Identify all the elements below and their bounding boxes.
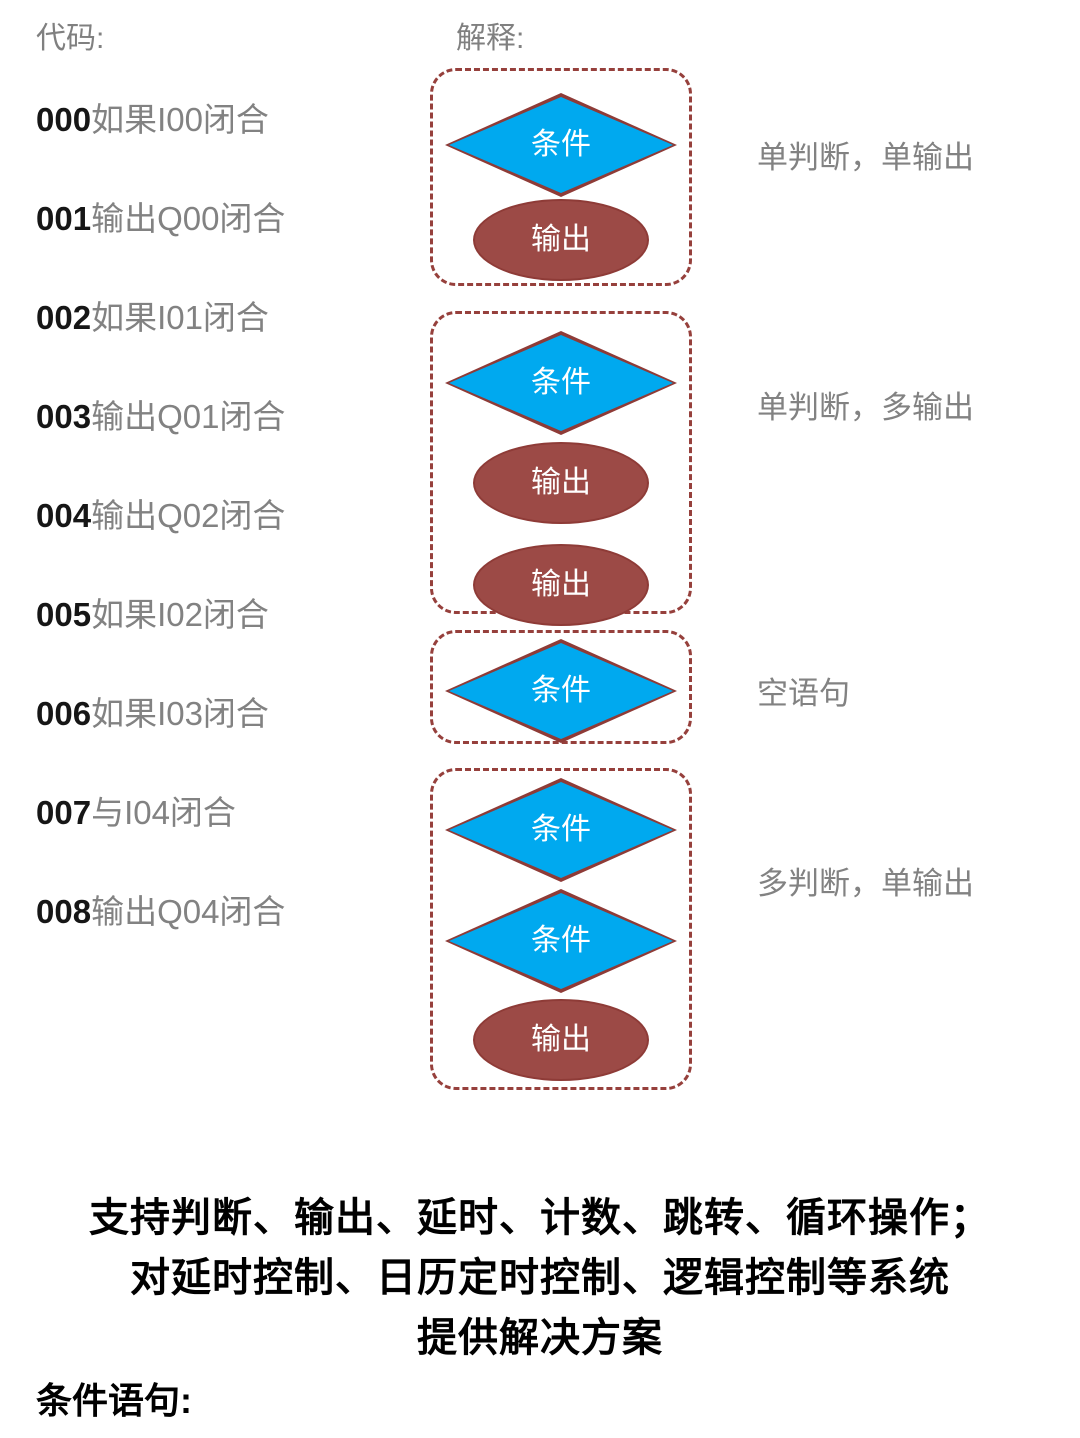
condition-node[interactable]: 条件 bbox=[445, 331, 677, 435]
summary-line-3: 提供解决方案 bbox=[417, 1316, 663, 1360]
code-line-text: 如果I00闭合 bbox=[91, 101, 269, 138]
code-line-text: 如果I01闭合 bbox=[91, 299, 269, 336]
condition-node[interactable]: 条件 bbox=[445, 93, 677, 197]
code-line: 003输出Q01闭合 bbox=[36, 397, 416, 496]
summary-paragraph: 支持判断、输出、延时、计数、跳转、循环操作； 对延时控制、日历定时控制、逻辑控制… bbox=[0, 1188, 1080, 1368]
code-line-number: 007 bbox=[36, 794, 92, 831]
output-node[interactable]: 输出 bbox=[473, 199, 649, 281]
code-column-header: 代码: bbox=[36, 22, 105, 55]
code-line: 008输出Q04闭合 bbox=[36, 892, 416, 991]
code-line-number: 000 bbox=[36, 101, 92, 138]
code-line-text: 输出Q04闭合 bbox=[91, 893, 286, 930]
code-line: 002如果I01闭合 bbox=[36, 298, 416, 397]
code-line-text: 输出Q00闭合 bbox=[91, 200, 286, 237]
code-line-number: 008 bbox=[36, 893, 92, 930]
group-single-condition-single-output: 条件输出 bbox=[430, 68, 692, 286]
output-node[interactable]: 输出 bbox=[473, 544, 649, 626]
output-node-label: 输出 bbox=[531, 223, 591, 256]
output-node[interactable]: 输出 bbox=[473, 442, 649, 524]
group-single-condition-multi-output: 条件输出输出 bbox=[430, 311, 692, 626]
code-line-text: 如果I02闭合 bbox=[91, 596, 269, 633]
condition-node-label: 条件 bbox=[531, 674, 591, 707]
output-node-label: 输出 bbox=[531, 568, 591, 601]
explanation-label: 单判断，多输出 bbox=[757, 390, 974, 425]
code-line-text: 输出Q02闭合 bbox=[91, 497, 286, 534]
code-line: 004输出Q02闭合 bbox=[36, 496, 416, 595]
condition-node[interactable]: 条件 bbox=[445, 639, 677, 743]
group-multi-condition-single-output: 条件条件输出 bbox=[430, 768, 692, 1090]
code-line-number: 002 bbox=[36, 299, 92, 336]
footer-heading: 条件语句: bbox=[36, 1380, 192, 1421]
code-line-number: 004 bbox=[36, 497, 92, 534]
code-line: 007与I04闭合 bbox=[36, 793, 416, 892]
code-line: 001输出Q00闭合 bbox=[36, 199, 416, 298]
condition-node[interactable]: 条件 bbox=[445, 889, 677, 993]
code-line-number: 003 bbox=[36, 398, 92, 435]
code-line-text: 与I04闭合 bbox=[91, 794, 236, 831]
condition-node-label: 条件 bbox=[531, 924, 591, 957]
summary-line-1: 支持判断、输出、延时、计数、跳转、循环操作； bbox=[89, 1196, 991, 1240]
code-line: 005如果I02闭合 bbox=[36, 595, 416, 694]
condition-node-label: 条件 bbox=[531, 813, 591, 846]
code-line-text: 输出Q01闭合 bbox=[91, 398, 286, 435]
explanation-label: 空语句 bbox=[757, 676, 850, 711]
condition-node[interactable]: 条件 bbox=[445, 778, 677, 882]
output-node[interactable]: 输出 bbox=[473, 999, 649, 1081]
summary-line-2: 对延时控制、日历定时控制、逻辑控制等系统 bbox=[130, 1256, 950, 1300]
condition-node-label: 条件 bbox=[531, 128, 591, 161]
group-empty-statement: 条件 bbox=[430, 630, 692, 744]
code-line: 000如果I00闭合 bbox=[36, 100, 416, 199]
explanation-column-header: 解释: bbox=[456, 22, 525, 55]
explanation-label: 多判断，单输出 bbox=[757, 866, 974, 901]
code-line-number: 005 bbox=[36, 596, 92, 633]
output-node-label: 输出 bbox=[531, 1023, 591, 1056]
output-node-label: 输出 bbox=[531, 466, 591, 499]
code-line-number: 006 bbox=[36, 695, 92, 732]
explanation-label: 单判断，单输出 bbox=[757, 140, 974, 175]
code-line: 006如果I03闭合 bbox=[36, 694, 416, 793]
code-line-number: 001 bbox=[36, 200, 92, 237]
code-line-text: 如果I03闭合 bbox=[91, 695, 269, 732]
condition-node-label: 条件 bbox=[531, 366, 591, 399]
